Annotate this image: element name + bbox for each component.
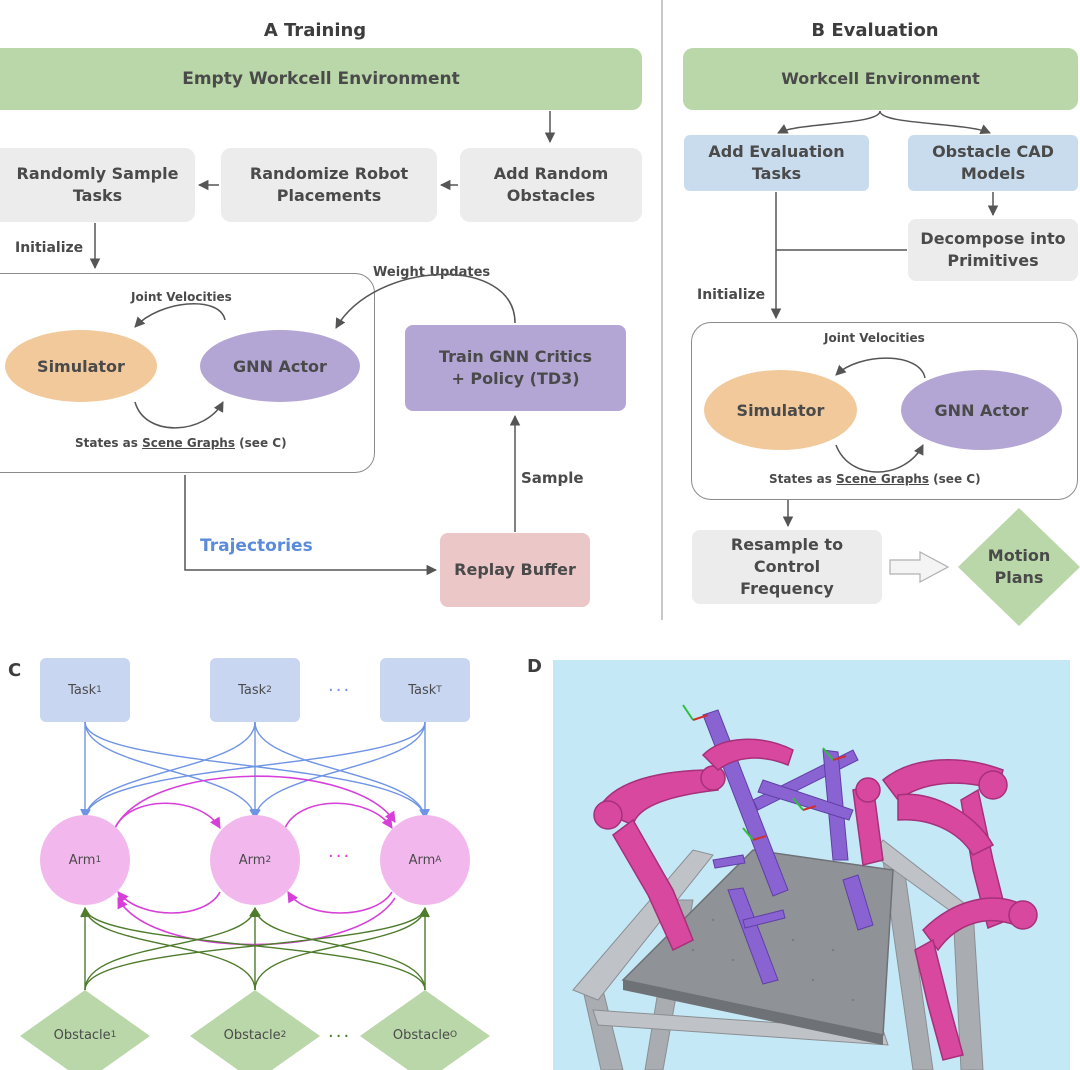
- panel-c-letter: C: [8, 660, 22, 681]
- gnn-actor-node-b: GNN Actor: [901, 370, 1062, 450]
- task-t-label: Task: [408, 682, 437, 698]
- panel-divider: [661, 0, 663, 620]
- arm-2-sub: 2: [265, 855, 272, 865]
- obstacle-1-shape: [20, 990, 150, 1070]
- scene-graphs-link: Scene Graphs: [142, 436, 235, 450]
- joint-velocities-label: Joint Velocities: [131, 290, 232, 304]
- panel-b-title: B Evaluation: [811, 20, 939, 41]
- panel-d-letter: D: [527, 656, 542, 677]
- motion-plans-shape: [958, 508, 1080, 626]
- train-critics-box: Train GNN Critics + Policy (TD3): [405, 325, 626, 411]
- replay-buffer-box: Replay Buffer: [440, 533, 590, 607]
- task-2-label: Task: [238, 682, 267, 698]
- weight-updates-label: Weight Updates: [373, 265, 491, 280]
- gnn-actor-node: GNN Actor: [200, 330, 360, 402]
- initialize-label-b: Initialize: [697, 287, 766, 303]
- arm-1-label: Arm: [68, 852, 96, 868]
- states-suffix: (see C): [235, 436, 287, 450]
- task-ellipsis: ···: [328, 680, 352, 701]
- initialize-label: Initialize: [15, 240, 84, 256]
- panel-a-title: A Training: [263, 20, 367, 41]
- obstacle-2-label: Obstacle: [223, 1027, 281, 1043]
- joint-velocities-label-b: Joint Velocities: [824, 331, 925, 345]
- states-suffix-b: (see C): [929, 472, 981, 486]
- states-prefix: States as: [75, 436, 143, 450]
- states-scene-graphs-label-b: States as Scene Graphs (see C): [769, 472, 981, 486]
- motion-plans-label: Motion Plans: [987, 546, 1051, 587]
- obstacle-1-label: Obstacle: [53, 1027, 111, 1043]
- task-1-label: Task: [68, 682, 97, 698]
- arm-1-sub: 1: [95, 855, 102, 865]
- sample-label: Sample: [521, 469, 584, 487]
- add-random-obstacles-box: Add Random Obstacles: [460, 148, 642, 222]
- arm-2-label: Arm: [238, 852, 266, 868]
- motion-plans-diamond: Motion Plans: [958, 508, 1080, 626]
- add-eval-tasks-box: Add Evaluation Tasks: [684, 135, 869, 191]
- states-scene-graphs-label: States as Scene Graphs (see C): [75, 436, 287, 450]
- trajectories-label: Trajectories: [200, 536, 313, 556]
- resample-box: Resample to Control Frequency: [692, 530, 882, 604]
- panel-a-arrows: [89, 111, 556, 576]
- scene-graphs-link-b: Scene Graphs: [836, 472, 929, 486]
- arm-edges: [114, 775, 396, 946]
- obstacle-cad-box: Obstacle CAD Models: [908, 135, 1078, 191]
- workcell-illustration: [572, 704, 1038, 1070]
- randomize-robots-box: Randomize Robot Placements: [221, 148, 437, 222]
- obstacle-2-sub: 2: [280, 1030, 287, 1040]
- obstacle-1-sub: 1: [110, 1030, 117, 1040]
- task-2-sub: 2: [266, 685, 272, 695]
- task-1-sub: 1: [96, 685, 102, 695]
- arm-ellipsis: ···: [328, 846, 352, 867]
- rollout-container: [0, 273, 375, 473]
- eval-rollout-container: [691, 322, 1078, 500]
- simulator-node: Simulator: [5, 330, 157, 402]
- states-prefix-b: States as: [769, 472, 837, 486]
- simulator-node-b: Simulator: [704, 370, 857, 450]
- obstacle-ellipsis: ···: [328, 1026, 352, 1047]
- empty-env-box: Empty Workcell Environment: [0, 48, 642, 110]
- robot-workcell-render: [553, 660, 1070, 1070]
- panel-b-arrows: [770, 110, 999, 528]
- task-t-sub: T: [436, 685, 442, 695]
- obstacle-2-shape: [190, 990, 320, 1070]
- hollow-arrow: [889, 550, 950, 584]
- sample-tasks-box: Randomly Sample Tasks: [0, 148, 195, 222]
- decompose-box: Decompose into Primitives: [908, 219, 1078, 281]
- obstacle-o-label: Obstacle: [392, 1027, 450, 1043]
- arm-a-label: Arm: [408, 852, 436, 868]
- task-edges: [80, 721, 430, 819]
- arm-a-sub: A: [435, 855, 442, 865]
- obstacle-edges: [80, 907, 430, 991]
- obstacle-o-shape: [360, 990, 490, 1070]
- obstacle-o-sub: O: [449, 1030, 458, 1040]
- workcell-env-box: Workcell Environment: [683, 48, 1078, 110]
